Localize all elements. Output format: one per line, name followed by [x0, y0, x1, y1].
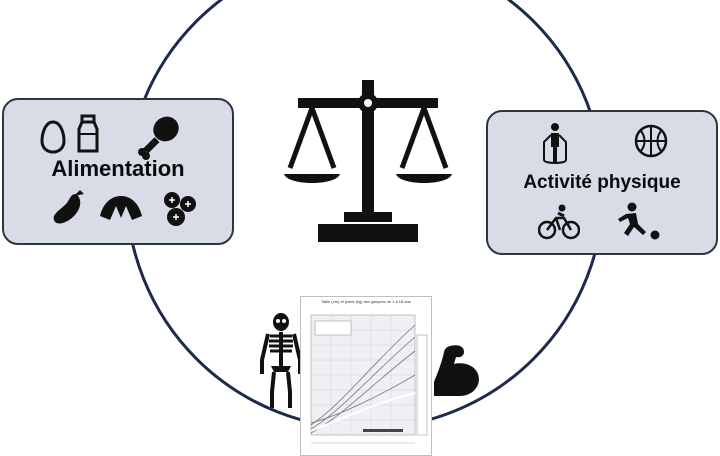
soccer-player-icon [612, 202, 662, 242]
eggplant-icon [50, 188, 86, 228]
croissant-icon [98, 192, 144, 224]
egg-icon [40, 120, 66, 154]
food-title: Alimentation [51, 156, 185, 181]
milk-bottle-icon [76, 114, 100, 154]
basketball-icon [634, 124, 668, 158]
balance-scale-icon [282, 76, 454, 246]
food-panel: Alimentation [2, 98, 234, 245]
growth-chart-icon: Taille (cm) et poids (kg) des garçons de… [300, 296, 432, 456]
blueberries-icon [160, 190, 200, 228]
activity-panel: Activité physique [486, 110, 718, 255]
cyclist-icon [538, 204, 580, 240]
flexed-bicep-icon [430, 342, 484, 400]
chicken-leg-icon [134, 112, 182, 160]
growth-chart-title: Taille (cm) et poids (kg) des garçons de… [321, 299, 411, 304]
activity-title: Activité physique [523, 172, 681, 193]
skeleton-icon [258, 312, 304, 412]
jump-rope-icon [538, 122, 572, 166]
